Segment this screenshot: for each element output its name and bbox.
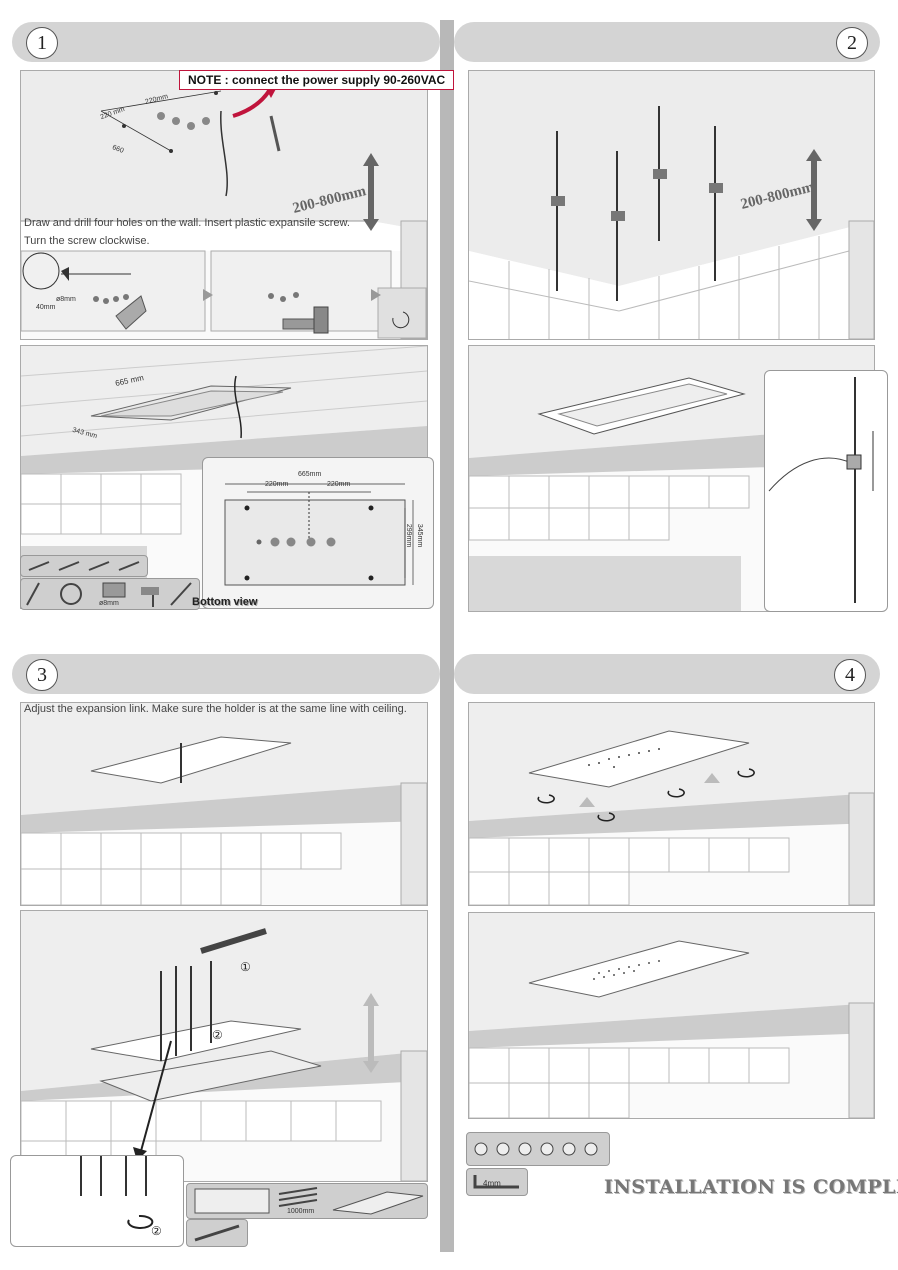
screws-icon bbox=[28, 561, 140, 571]
step3-connection-panel bbox=[20, 910, 428, 1182]
hose-length-label: 1000mm bbox=[287, 1208, 315, 1215]
wrench-size-label: 4mm bbox=[483, 1179, 501, 1188]
finished-installation-illustration bbox=[469, 913, 874, 1118]
spanner-toolbox bbox=[186, 1219, 248, 1247]
drill-depth-label: 40mm bbox=[36, 304, 56, 311]
screws-toolbox bbox=[20, 555, 148, 577]
bottom-view-diagram bbox=[224, 483, 414, 586]
step-4-number: 4 bbox=[834, 659, 866, 691]
ceiling-drilling-illustration bbox=[21, 71, 427, 339]
step1-ceiling-panel bbox=[20, 70, 428, 340]
tools-icon bbox=[26, 582, 192, 607]
holder-alignment-illustration bbox=[21, 703, 427, 905]
step-4-bar bbox=[454, 654, 880, 694]
adjust-instruction: Adjust the expansion link. Make sure the… bbox=[24, 703, 407, 715]
step4-finished-panel bbox=[468, 912, 875, 1119]
bottom-spacing-b: 220mm bbox=[327, 481, 351, 488]
step3-ceiling-panel bbox=[20, 702, 428, 906]
bottom-depth-b: 299mm bbox=[405, 523, 413, 548]
spanner-icon bbox=[194, 1224, 240, 1242]
hand-adjust-inset bbox=[764, 370, 888, 612]
step-marker-2b: ② bbox=[151, 1224, 162, 1238]
installation-complete-label: INSTALLATION IS COMPLETE bbox=[604, 1176, 898, 1198]
parts-toolbox: 1000mm bbox=[186, 1183, 428, 1219]
step2-ceiling-panel bbox=[468, 70, 875, 340]
power-supply-note: NOTE : connect the power supply 90-260VA… bbox=[179, 70, 455, 90]
parts-icon bbox=[194, 1187, 424, 1215]
mounting-screws-toolbox bbox=[466, 1132, 610, 1166]
expansion-rods-illustration bbox=[469, 71, 874, 339]
water-connection-illustration bbox=[21, 911, 427, 1181]
hose-connection-icon bbox=[80, 1156, 154, 1229]
bottom-spacing-a: 220mm bbox=[265, 481, 289, 488]
hose-connection-inset: ② bbox=[10, 1155, 184, 1247]
step4-mount-panel bbox=[468, 702, 875, 906]
step-marker-1: ① bbox=[240, 960, 251, 974]
step-1-number: 1 bbox=[26, 27, 58, 59]
tools-toolbox: ø8mm bbox=[20, 578, 200, 610]
screw-instruction: Turn the screw clockwise. bbox=[24, 235, 150, 247]
hex-wrench-icon bbox=[473, 1175, 519, 1189]
drill-size-label: ø8mm bbox=[56, 296, 76, 303]
step-3-number: 3 bbox=[26, 659, 58, 691]
drill-instruction: Draw and drill four holes on the wall. I… bbox=[24, 217, 350, 229]
bottom-length-label: 665mm bbox=[298, 471, 322, 478]
vertical-divider bbox=[440, 20, 454, 1252]
bottom-view-label: Bottom view bbox=[192, 596, 258, 608]
hand-adjust-icon bbox=[768, 377, 874, 603]
step-2-bar bbox=[454, 22, 880, 62]
drill-bit-label: ø8mm bbox=[99, 600, 119, 607]
hex-wrench-toolbox: 4mm bbox=[466, 1168, 528, 1196]
mounting-screws-icon bbox=[474, 1142, 598, 1156]
step-2-number: 2 bbox=[836, 27, 868, 59]
step-1-bar bbox=[12, 22, 440, 62]
panel-mounting-illustration bbox=[469, 703, 874, 905]
bottom-depth-a: 345mm bbox=[416, 523, 424, 548]
step-3-bar bbox=[12, 654, 440, 694]
bottom-view-inset: 665mm 220mm 220mm 345mm 299mm bbox=[202, 457, 434, 609]
step-marker-2: ② bbox=[212, 1028, 223, 1042]
